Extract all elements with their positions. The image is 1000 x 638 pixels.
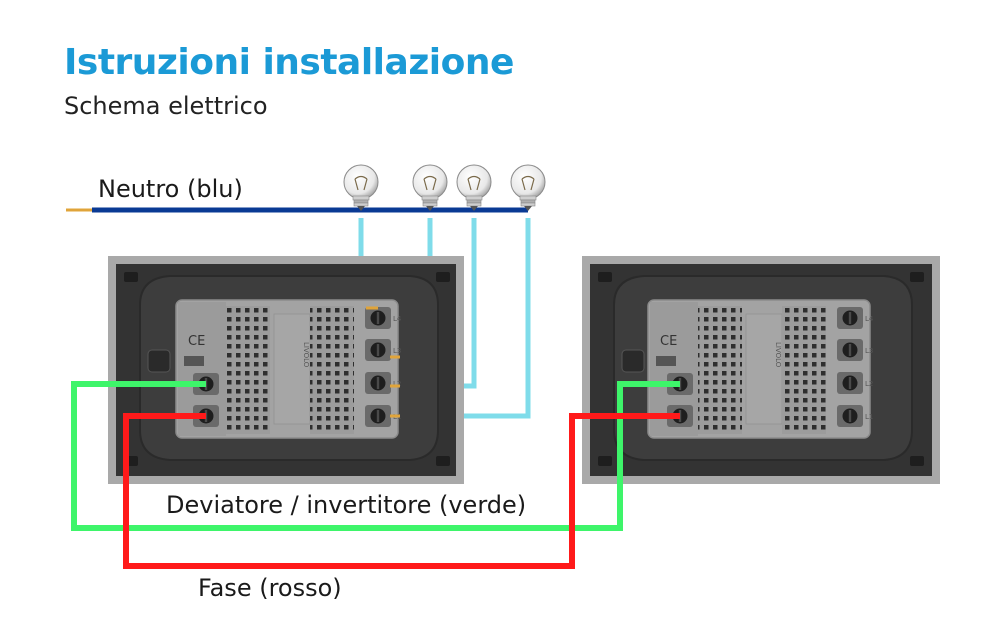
page-title: Istruzioni installazione [64,42,514,83]
phase-wire-label: Fase (rosso) [198,574,342,602]
terminal-label: L4 [865,315,874,323]
brand-label: LIVOLO [774,342,782,368]
ce-mark: CE [660,334,677,349]
light-bulb-icon [412,164,448,212]
lamp-terminal-stubs [366,306,400,418]
neutral-wire-label: Neutro (blu) [98,175,243,203]
switch-panel-right: CE LIVOLO L4 L3 L2 L1 [582,256,940,484]
traveler-wire-label: Deviatore / invertitore (verde) [166,491,526,519]
terminal-label: L1 [865,413,873,421]
light-bulb-icon [343,164,379,212]
ce-mark: CE [188,334,205,349]
light-bulb-icon [510,164,546,212]
terminal-label: L3 [393,347,401,355]
terminal-label: L2 [865,380,873,388]
phase-wire [123,413,680,569]
switch-panel-left: CE LIVOLO L4 L3 L2 L1 [108,256,464,484]
brand-label: LIVOLO [302,342,310,368]
terminal-label: L3 [865,347,873,355]
terminal-label: L2 [393,380,401,388]
light-bulb-icon [456,164,492,212]
terminal-label: L4 [393,315,402,323]
page-subtitle: Schema elettrico [64,92,268,120]
traveler-wire [71,381,680,531]
